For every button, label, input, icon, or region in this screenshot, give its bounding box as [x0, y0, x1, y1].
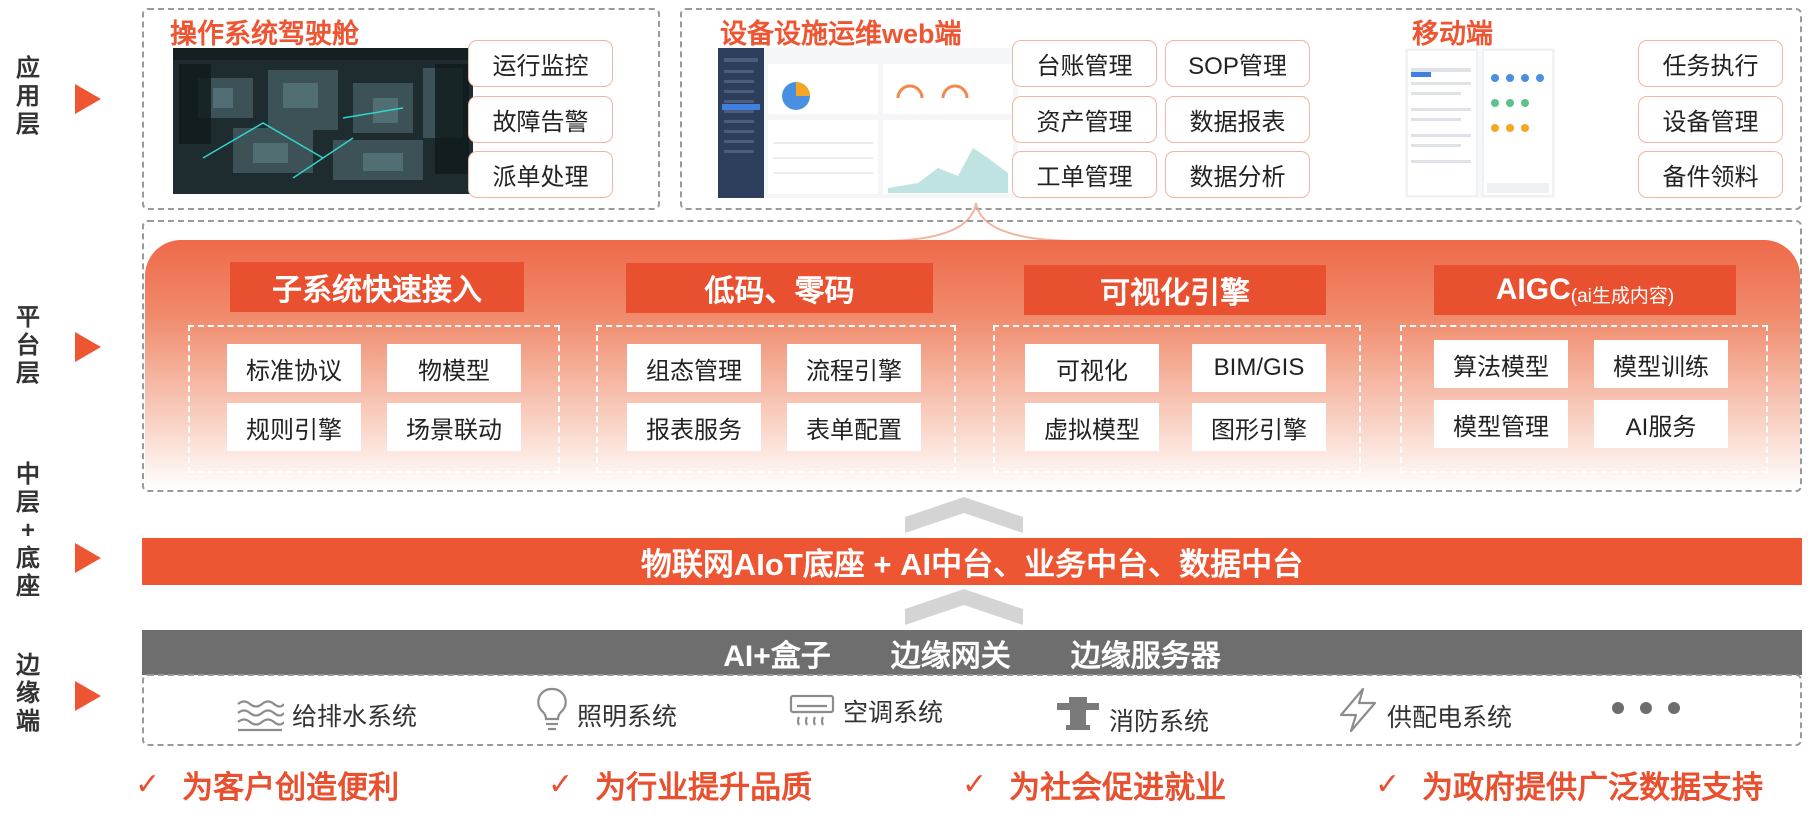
- layer-label-application: 应 用 层: [16, 55, 40, 138]
- layer-label-middle: 中 层 + 底 座: [16, 461, 40, 600]
- layer-arrow-edge: [75, 681, 101, 711]
- platform-group-visual-title: 可视化引擎: [1024, 265, 1326, 315]
- edge-system-water-label: 给排水系统: [292, 703, 418, 731]
- web-item-analysis[interactable]: 数据分析: [1165, 151, 1310, 198]
- edge-system-power: 供配电系统: [1337, 685, 1512, 735]
- edge-gateway: 边缘网关: [890, 639, 1011, 673]
- platform-group-aigc-title: AIGC(ai生成内容): [1434, 265, 1736, 315]
- mobile-item-device[interactable]: 设备管理: [1638, 96, 1783, 143]
- chevron-up-icon-lower: [905, 589, 1023, 625]
- edge-system-hvac: 空调系统: [789, 686, 943, 736]
- platform-group-aigc: [1400, 325, 1768, 473]
- mobile-screenshot: [1405, 48, 1555, 198]
- platform-item-rule-engine: 规则引擎: [227, 403, 361, 451]
- benefit-government-label: 为政府提供广泛数据支持: [1422, 770, 1764, 805]
- edge-server: 边缘服务器: [1070, 639, 1221, 673]
- platform-item-bim-gis: BIM/GIS: [1192, 344, 1326, 392]
- platform-item-visualization: 可视化: [1025, 344, 1159, 392]
- mobile-title: 移动端: [1412, 19, 1493, 49]
- platform-item-algorithm-model: 算法模型: [1434, 340, 1568, 388]
- app-platform-connector: [880, 202, 1080, 242]
- chevron-up-icon: [905, 497, 1023, 533]
- mobile-item-task[interactable]: 任务执行: [1638, 40, 1783, 87]
- edge-system-fire-label: 消防系统: [1109, 708, 1210, 736]
- cockpit-item-fault-alarm[interactable]: 故障告警: [468, 96, 613, 143]
- benefit-customer-label: 为客户创造便利: [182, 770, 400, 805]
- check-icon: ✓: [962, 768, 988, 801]
- web-screenshot: [718, 48, 1018, 198]
- cockpit-item-run-monitor[interactable]: 运行监控: [468, 40, 613, 87]
- layer-arrow-middle: [75, 543, 101, 573]
- water-icon: [237, 700, 284, 732]
- check-icon: ✓: [1375, 768, 1401, 801]
- aigc-title-sub: (ai生成内容): [1570, 285, 1675, 307]
- platform-item-model-mgmt: 模型管理: [1434, 400, 1568, 448]
- edge-system-power-label: 供配电系统: [1387, 704, 1513, 732]
- platform-item-workflow-engine: 流程引擎: [787, 344, 921, 392]
- platform-item-config-mgmt: 组态管理: [627, 344, 761, 392]
- fire-hydrant-icon: [1057, 697, 1099, 730]
- platform-item-ai-service: AI服务: [1594, 400, 1728, 448]
- air-conditioner-icon: [789, 694, 835, 726]
- edge-ai-box: AI+盒子: [723, 639, 831, 673]
- mobile-item-spare-parts[interactable]: 备件领料: [1638, 151, 1783, 198]
- platform-item-graphics-engine: 图形引擎: [1192, 403, 1326, 451]
- platform-group-lowcode: [596, 325, 956, 473]
- web-item-ledger[interactable]: 台账管理: [1012, 40, 1157, 87]
- check-icon: ✓: [135, 768, 161, 801]
- benefit-industry: ✓ 为行业提升品质: [548, 762, 812, 807]
- middle-platform-bar: 物联网AIoT底座 + AI中台、业务中台、数据中台: [142, 538, 1802, 585]
- platform-panel: [142, 220, 1802, 492]
- benefit-government: ✓ 为政府提供广泛数据支持: [1375, 762, 1763, 807]
- layer-arrow-application: [75, 84, 101, 114]
- cockpit-screenshot: [173, 48, 473, 194]
- check-icon: ✓: [548, 768, 574, 801]
- cockpit-item-dispatch[interactable]: 派单处理: [468, 151, 613, 198]
- platform-group-access: [188, 325, 560, 473]
- edge-systems-panel: [142, 674, 1802, 746]
- edge-device-bar: AI+盒子 边缘网关 边缘服务器: [142, 630, 1802, 675]
- web-mobile-panel: [680, 8, 1802, 210]
- benefit-industry-label: 为行业提升品质: [595, 770, 813, 805]
- edge-system-lighting-label: 照明系统: [577, 703, 678, 731]
- web-item-report[interactable]: 数据报表: [1165, 96, 1310, 143]
- layer-arrow-platform: [75, 332, 101, 362]
- layer-label-platform: 平 台 层: [16, 304, 40, 387]
- cockpit-panel: [142, 8, 660, 210]
- platform-group-access-title: 子系统快速接入: [230, 262, 524, 312]
- aigc-title-main: AIGC: [1495, 273, 1571, 306]
- edge-system-fire: 消防系统: [1055, 688, 1209, 738]
- benefit-customer: ✓ 为客户创造便利: [135, 762, 399, 807]
- platform-item-report-service: 报表服务: [627, 403, 761, 451]
- edge-system-lighting: 照明系统: [535, 684, 677, 734]
- lightbulb-icon: [537, 687, 567, 731]
- platform-item-virtual-model: 虚拟模型: [1025, 403, 1159, 451]
- web-item-asset[interactable]: 资产管理: [1012, 96, 1157, 143]
- web-item-sop[interactable]: SOP管理: [1165, 40, 1310, 87]
- lightning-icon: [1339, 687, 1377, 733]
- benefit-society: ✓ 为社会促进就业: [962, 762, 1226, 807]
- platform-item-standard-protocol: 标准协议: [227, 344, 361, 392]
- edge-system-water: 给排水系统: [236, 690, 417, 740]
- platform-group-lowcode-title: 低码、零码: [626, 263, 933, 313]
- benefit-society-label: 为社会促进就业: [1009, 770, 1227, 805]
- layer-label-edge: 边 缘 端: [16, 652, 40, 735]
- platform-item-form-config: 表单配置: [787, 403, 921, 451]
- platform-group-visual: [993, 325, 1361, 473]
- platform-item-model-training: 模型训练: [1594, 340, 1728, 388]
- platform-item-scene-linkage: 场景联动: [387, 403, 521, 451]
- cockpit-title: 操作系统驾驶舱: [170, 19, 359, 49]
- web-item-workorder[interactable]: 工单管理: [1012, 151, 1157, 198]
- more-icon: [1612, 702, 1680, 714]
- edge-system-hvac-label: 空调系统: [843, 699, 944, 727]
- web-title: 设备设施运维web端: [720, 19, 962, 49]
- platform-item-thing-model: 物模型: [387, 344, 521, 392]
